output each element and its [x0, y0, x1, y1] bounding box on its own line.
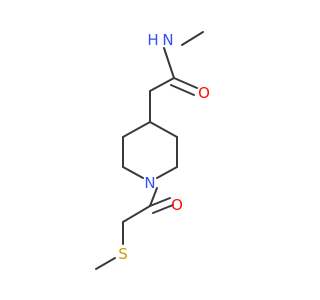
- atom-label-o-acyl: O: [171, 196, 183, 214]
- bond-amide-n-c: [163, 47, 175, 79]
- bond-ring-n-c6: [122, 166, 144, 179]
- bond-amide-co-1: [173, 77, 198, 89]
- bond-n-acyl-c: [149, 187, 158, 207]
- bond-ring-c2-n: [156, 166, 178, 179]
- molecule-structure: N H O N O S: [95, 31, 210, 270]
- bond-amide-co-2: [170, 84, 195, 96]
- bonds: [95, 31, 204, 270]
- bond-acyl-co-1: [149, 197, 171, 207]
- atom-label-h-amide: H: [147, 31, 158, 49]
- bond-ring-c5-c4: [122, 121, 151, 138]
- bond-nmethyl: [181, 31, 204, 46]
- atom-labels: N H O N O S: [118, 31, 210, 263]
- bond-amide-c-ch2: [149, 77, 175, 92]
- atom-label-s: S: [118, 245, 128, 263]
- bond-acyl-co-2: [152, 204, 174, 214]
- bond-acyl-c-ch2: [122, 205, 151, 223]
- bond-s-methyl: [95, 257, 116, 270]
- bond-ring-c4-c3: [149, 121, 178, 138]
- atom-label-o-amide: O: [198, 84, 210, 102]
- atom-label-n-ring: N: [144, 174, 155, 192]
- atom-label-n-amide: N: [162, 31, 173, 49]
